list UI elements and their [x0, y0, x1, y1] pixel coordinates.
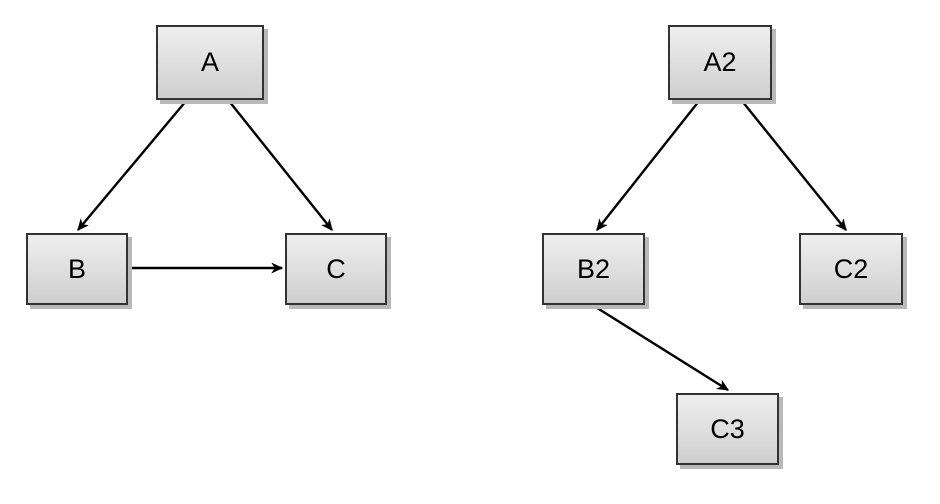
- node-a[interactable]: A: [156, 25, 264, 100]
- node-label-c: C: [326, 253, 346, 284]
- node-a2[interactable]: A2: [668, 25, 772, 100]
- node-c2[interactable]: C2: [799, 233, 903, 305]
- edge-a-to-b: [77, 100, 187, 230]
- node-c3[interactable]: C3: [676, 393, 779, 465]
- node-label-a2: A2: [703, 47, 737, 77]
- node-label-b2: B2: [576, 253, 611, 284]
- node-b[interactable]: B: [26, 233, 128, 305]
- node-label-a: A: [200, 47, 219, 77]
- node-label-c2: C2: [833, 253, 869, 284]
- edge-a-to-c: [228, 100, 333, 230]
- node-label-c3: C3: [710, 413, 745, 444]
- node-label-b: B: [67, 253, 86, 284]
- edge-b2-to-c3: [593, 304, 728, 392]
- node-c[interactable]: C: [285, 233, 387, 305]
- edge-a2-to-b2: [596, 100, 700, 230]
- node-b2[interactable]: B2: [542, 233, 645, 305]
- edges-group: [77, 100, 847, 392]
- edge-a2-to-c2: [741, 100, 847, 230]
